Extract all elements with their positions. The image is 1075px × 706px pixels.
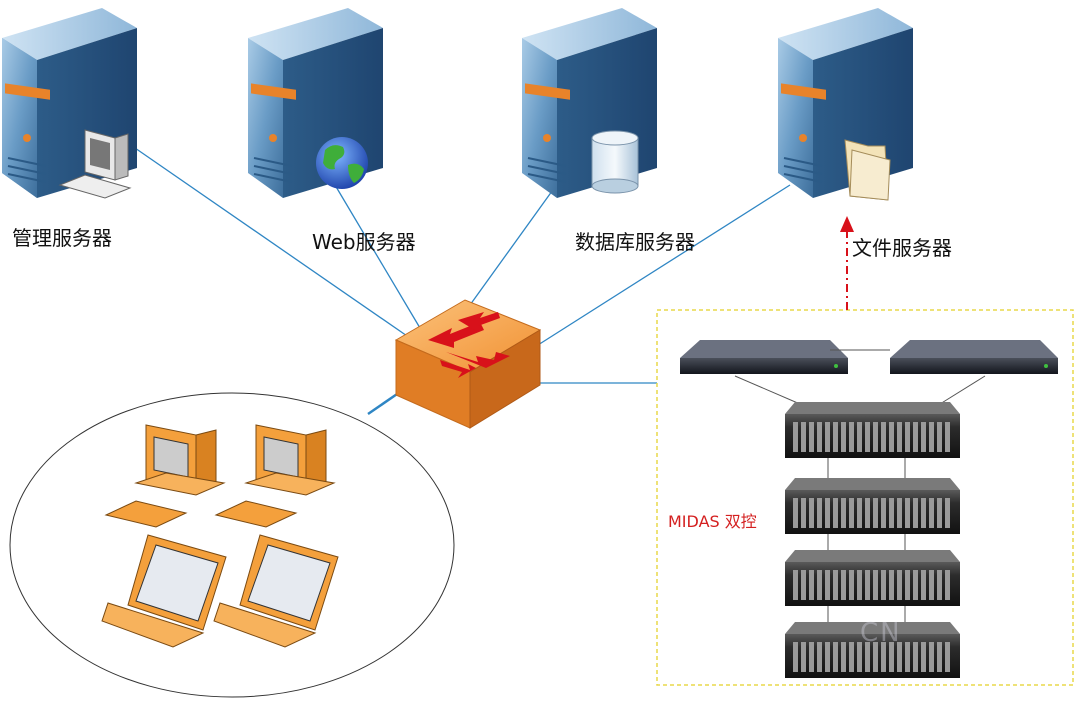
computer-icon xyxy=(58,129,132,199)
link-clients xyxy=(367,390,401,416)
midas-label: MIDAS 双控 xyxy=(668,512,757,531)
link-file xyxy=(537,184,791,346)
disk-enclosure-icon xyxy=(785,478,960,534)
links xyxy=(134,147,791,416)
link-web xyxy=(334,184,421,329)
controller-icon xyxy=(680,340,848,374)
storage-group-outline xyxy=(656,309,1074,686)
laptop-client-icon xyxy=(213,534,339,648)
mgmt-server-label: 管理服务器 xyxy=(12,226,112,250)
arrow-icon xyxy=(428,312,510,378)
switch-icon xyxy=(394,299,542,429)
disk-enclosure-icon xyxy=(785,622,960,678)
web-server-label: Web服务器 xyxy=(312,230,416,254)
desktop-client-icon xyxy=(104,424,226,528)
db-server-label: 数据库服务器 xyxy=(575,230,695,254)
controller-icon xyxy=(890,340,1058,374)
upload-arrow-icon xyxy=(840,216,854,310)
link-db xyxy=(469,179,561,306)
folder-icon xyxy=(844,139,891,201)
watermark: CN xyxy=(860,618,902,648)
file-server-label: 文件服务器 xyxy=(852,236,952,260)
laptop-client-icon xyxy=(101,534,227,648)
disk-enclosure-icon xyxy=(785,402,960,458)
database-icon xyxy=(591,130,639,194)
disk-enclosure-icon xyxy=(785,550,960,606)
link-mgmt xyxy=(134,147,411,339)
client-group-outline xyxy=(9,392,455,698)
globe-icon xyxy=(316,137,368,189)
file-server-icon xyxy=(778,8,913,198)
desktop-client-icon xyxy=(214,424,336,528)
